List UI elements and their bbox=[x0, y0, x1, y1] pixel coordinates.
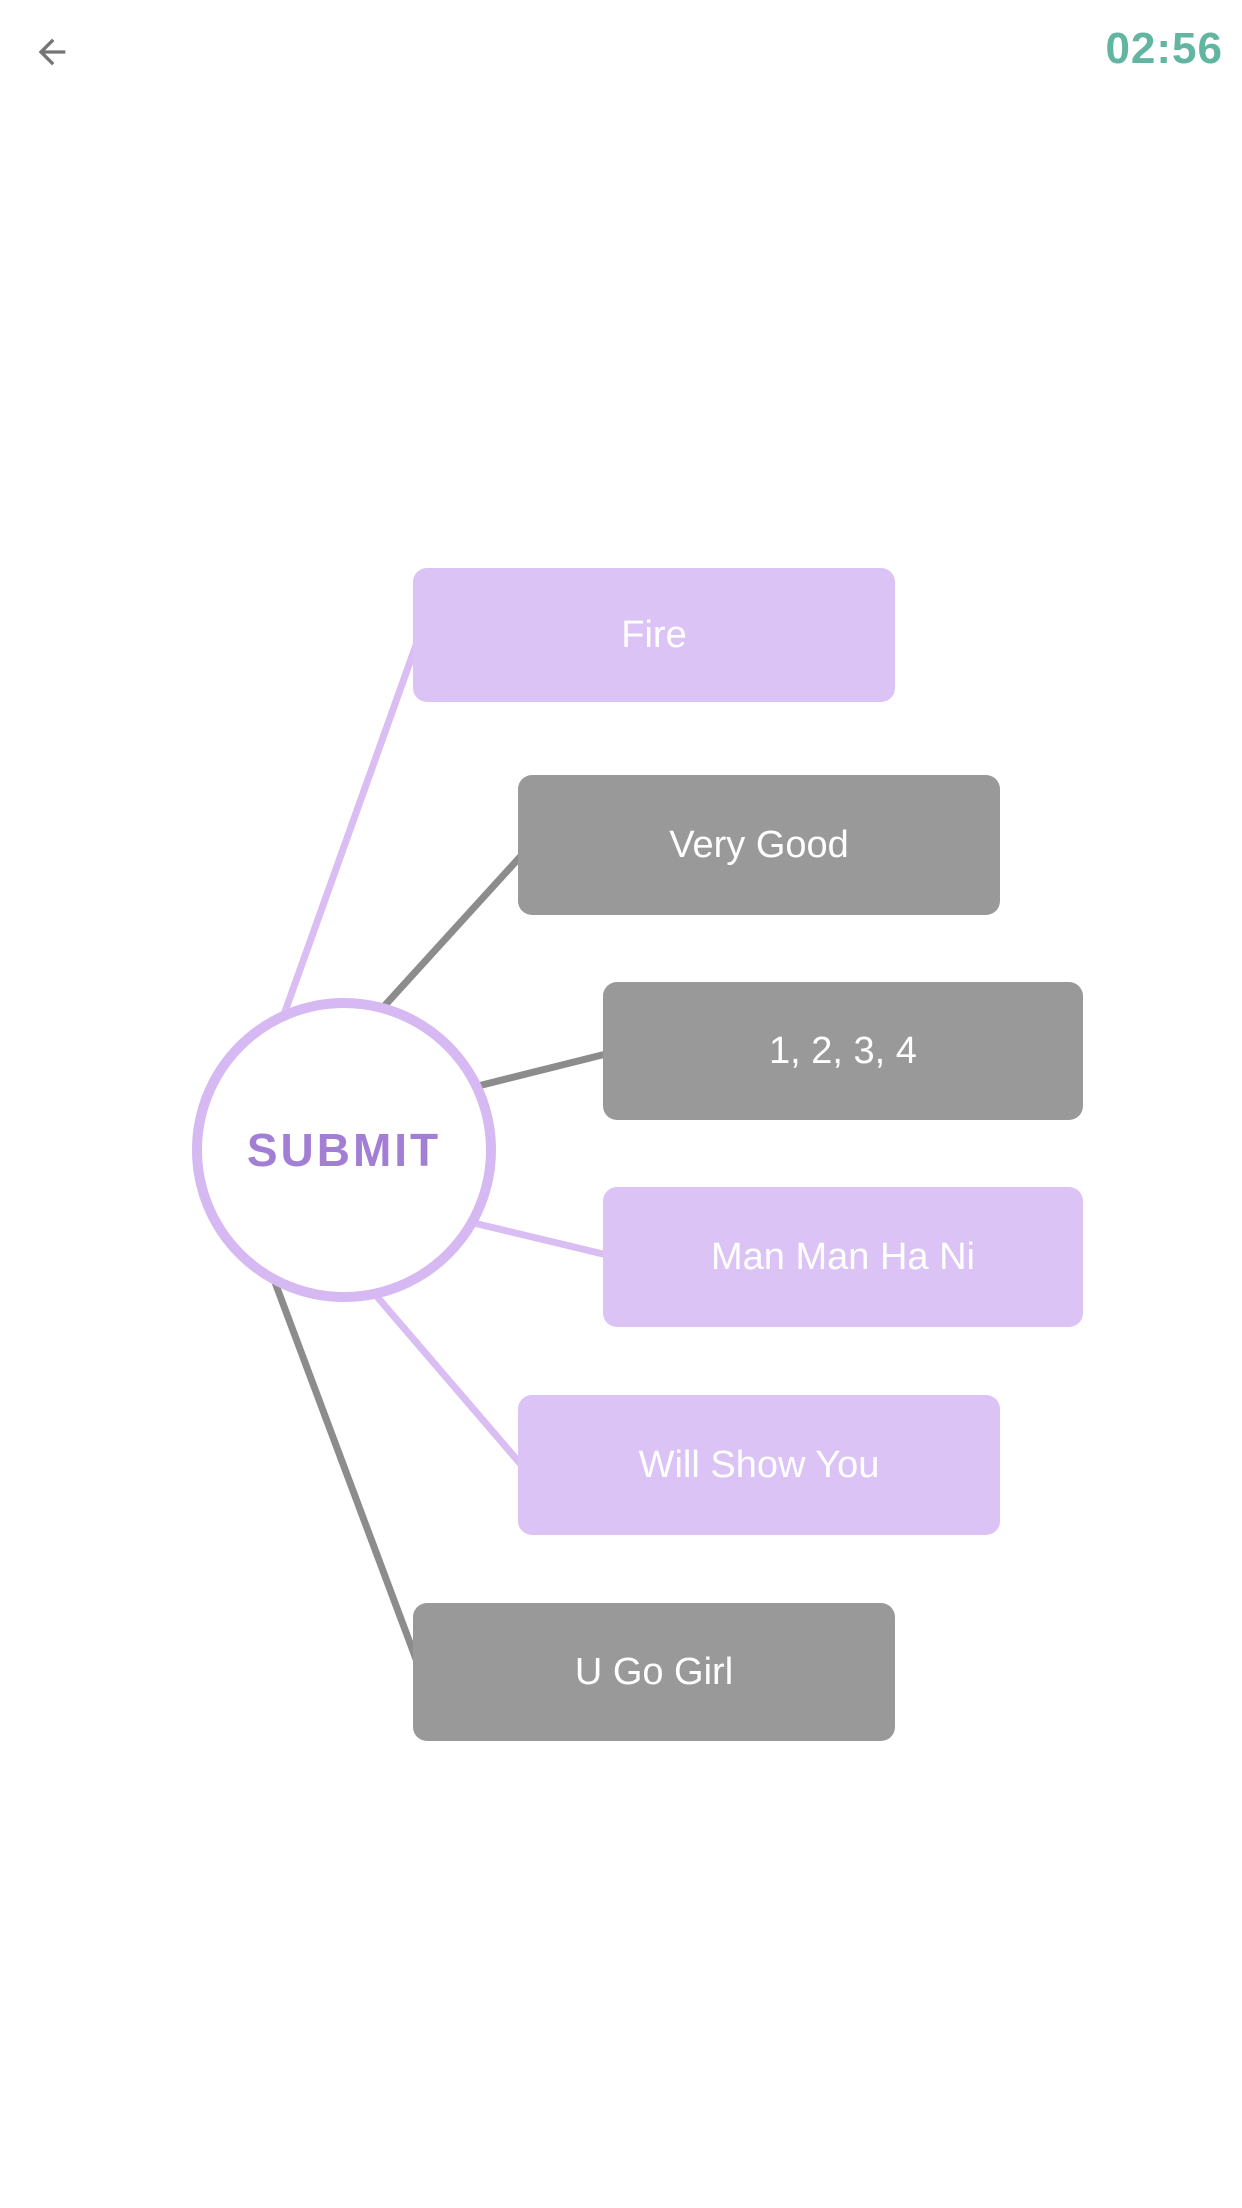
option-1234[interactable]: 1, 2, 3, 4 bbox=[603, 982, 1083, 1120]
option-will-show-you[interactable]: Will Show You bbox=[518, 1395, 1000, 1535]
back-button[interactable] bbox=[24, 24, 80, 80]
option-label: Will Show You bbox=[638, 1443, 880, 1486]
option-man-man-ha-ni[interactable]: Man Man Ha Ni bbox=[603, 1187, 1083, 1327]
connector-man-man-ha-ni bbox=[452, 1214, 629, 1264]
connector-fire bbox=[273, 632, 424, 1036]
arrow-left-icon bbox=[38, 38, 66, 66]
submit-button[interactable]: SUBMIT bbox=[192, 998, 496, 1302]
option-label: 1, 2, 3, 4 bbox=[769, 1029, 917, 1072]
option-fire[interactable]: Fire bbox=[413, 568, 895, 702]
option-u-go-girl[interactable]: U Go Girl bbox=[413, 1603, 895, 1741]
option-label: U Go Girl bbox=[574, 1650, 734, 1693]
option-label: Very Good bbox=[669, 823, 849, 866]
submit-label: SUBMIT bbox=[246, 1124, 442, 1176]
connector-will-show-you bbox=[358, 1275, 533, 1478]
connector-1234 bbox=[453, 1044, 631, 1096]
option-label: Man Man Ha Ni bbox=[711, 1235, 975, 1278]
connector-u-go-girl bbox=[266, 1267, 423, 1669]
connector-very-good bbox=[364, 843, 533, 1028]
option-label: Fire bbox=[621, 613, 687, 656]
option-very-good[interactable]: Very Good bbox=[518, 775, 1000, 915]
timer: 02:56 bbox=[1105, 24, 1223, 73]
